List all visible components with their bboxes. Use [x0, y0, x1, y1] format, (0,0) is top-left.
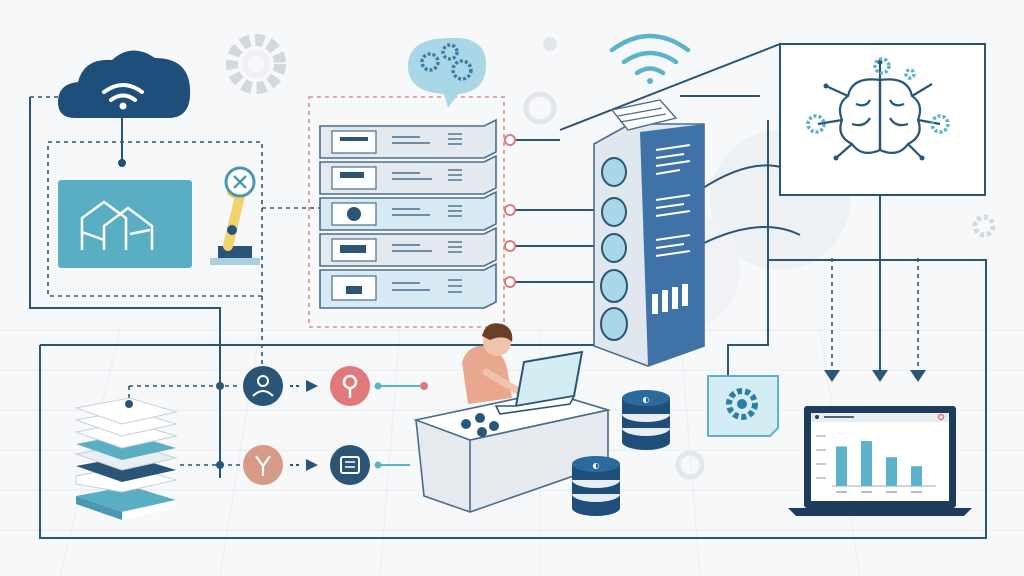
server-rack-icon — [319, 118, 516, 309]
svg-text:◐: ◐ — [643, 395, 650, 404]
laptop-chart-bar — [911, 466, 922, 486]
gear-icon — [226, 34, 286, 94]
brain-icon — [779, 43, 986, 196]
key-icon — [330, 366, 370, 406]
laptop-chart-bar — [836, 446, 847, 486]
merge-icon — [243, 445, 283, 485]
document-stack-icon — [74, 397, 178, 520]
flow-row-user-key — [216, 366, 428, 406]
svg-text:◐: ◐ — [593, 461, 600, 470]
settings-panel-icon — [707, 375, 779, 437]
server-tower-icon — [593, 99, 705, 367]
processor-icon — [330, 445, 370, 485]
laptop-chart-bar — [886, 457, 897, 486]
database-icon: ◐ ◐ — [572, 390, 670, 516]
flow-row-merge-processor — [216, 445, 410, 485]
gear-icon — [972, 214, 996, 238]
wifi-cloud-icon — [58, 50, 191, 167]
wifi-icon — [609, 33, 691, 84]
chat-gears-icon — [408, 37, 487, 108]
laptop-dashboard-icon — [788, 406, 972, 516]
blueprint-icon — [58, 180, 192, 268]
robot-arm-icon — [210, 166, 260, 265]
laptop-chart-bar — [861, 441, 872, 486]
laptop-chart — [816, 435, 922, 493]
user-icon — [243, 366, 283, 406]
down-arrows — [824, 370, 926, 382]
